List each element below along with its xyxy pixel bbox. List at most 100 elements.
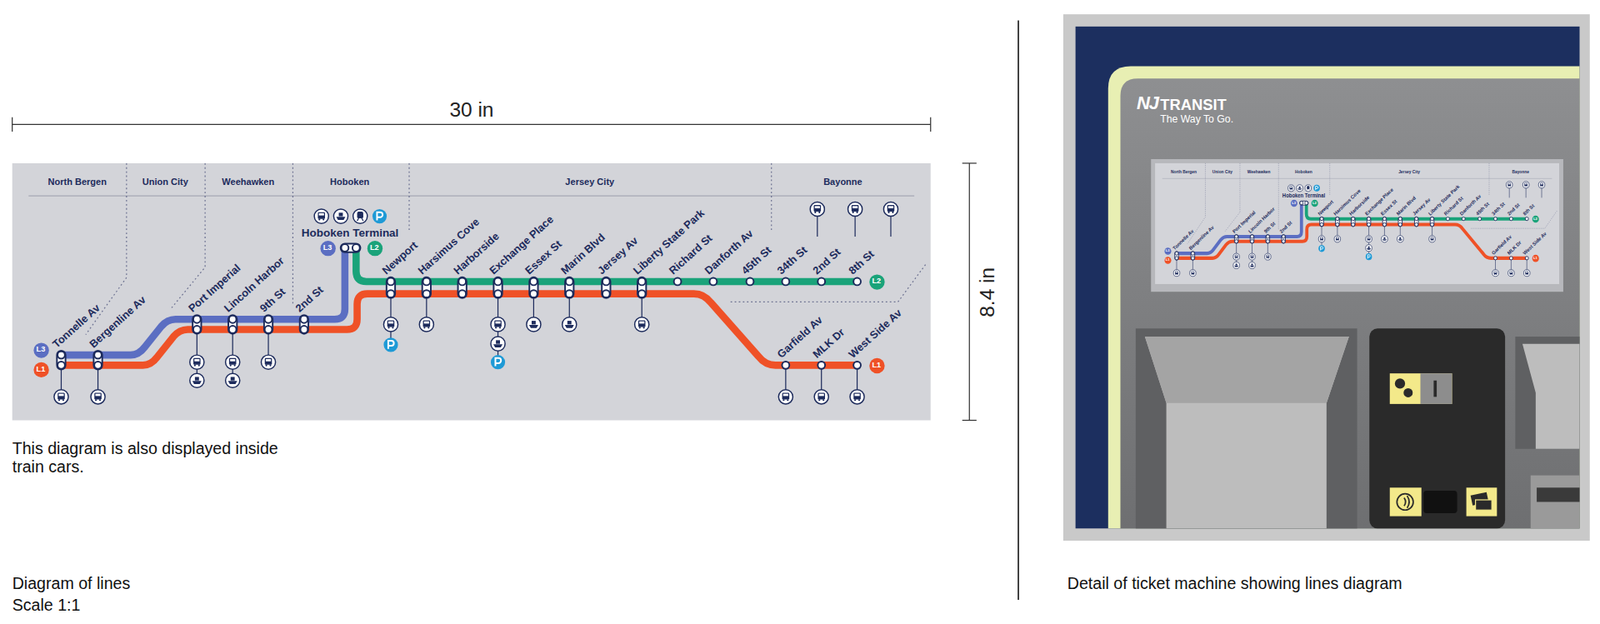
train-legs <box>357 218 364 221</box>
station-name: 45th St <box>1475 200 1490 217</box>
bus-window <box>783 394 789 397</box>
path-glyph <box>495 358 501 367</box>
bus-glyph <box>94 392 102 400</box>
bus-window <box>424 321 430 325</box>
station-dot <box>530 278 538 286</box>
dimension-tick <box>11 117 13 132</box>
area-name: North Bergen <box>48 176 107 188</box>
station-dot <box>300 325 308 334</box>
station-dot <box>565 278 574 286</box>
station-name: 45th St <box>738 243 774 277</box>
station-name: West Side Av <box>1521 230 1548 256</box>
terminal-name: Hoboken Terminal <box>1282 193 1325 200</box>
bus-glyph <box>317 212 325 220</box>
cash-slot-opening <box>1433 380 1437 398</box>
area-name: Bayonne <box>823 176 863 188</box>
station-dot <box>674 278 682 286</box>
station-dot <box>422 290 430 298</box>
bus-window <box>639 321 645 325</box>
area-divider <box>408 163 410 233</box>
machine-face <box>1120 78 1580 529</box>
area-divider <box>770 163 772 231</box>
contactless-reader <box>1423 490 1457 514</box>
bus-glyph <box>853 392 861 400</box>
line-badge: L3 <box>1290 199 1298 207</box>
station-name: 8th St <box>845 247 876 277</box>
station-name: Exchange Place <box>486 212 556 276</box>
line-code: L1 <box>36 365 46 374</box>
cash-slot <box>1420 373 1452 405</box>
station-dot <box>710 278 718 286</box>
station-name: Newport <box>1316 199 1335 217</box>
path-icon <box>372 209 387 224</box>
bus-wheel <box>99 399 101 401</box>
station-dot <box>340 244 349 252</box>
bus-wheel <box>818 211 820 214</box>
station-dot <box>229 315 237 324</box>
ticket-machine <box>1063 14 1590 541</box>
card-symbol <box>1475 500 1493 510</box>
interchange-pill <box>565 277 574 299</box>
divider-line <box>1017 20 1020 600</box>
bus-window <box>265 359 271 362</box>
line-code: L2 <box>1312 201 1317 205</box>
bus-glyph <box>814 205 822 212</box>
ferry-cabin <box>195 376 200 380</box>
bus-window <box>819 394 825 397</box>
area-divider <box>292 163 294 306</box>
bus-window <box>58 394 64 397</box>
ferry-icon <box>490 336 505 351</box>
bus-window <box>194 359 200 362</box>
path-glyph <box>376 212 383 221</box>
station-dot <box>817 361 825 370</box>
ferry-hull <box>493 344 503 348</box>
ferry-icon <box>225 373 240 388</box>
bus-wheel <box>198 365 200 367</box>
line-l3 <box>60 248 345 356</box>
station-dot <box>193 325 201 334</box>
station-name: MLK Dr <box>810 325 847 361</box>
dispenser-hood <box>1145 336 1350 404</box>
station-name: West Side Av <box>845 306 905 361</box>
station-name: 2nd St <box>1505 201 1520 217</box>
station-name: 9th St <box>256 285 287 315</box>
station-name: 9th St <box>1262 220 1276 235</box>
bus-icon <box>314 209 329 224</box>
station-name: Harsimus Cove <box>415 215 481 277</box>
bus-glyph <box>851 205 860 212</box>
bus-icon <box>814 390 829 405</box>
interchange-pill <box>300 315 309 335</box>
line-l1 <box>60 294 857 366</box>
dimension-label: 8.4 in <box>975 266 999 317</box>
dimension-tick <box>930 117 931 132</box>
line-badge: L2 <box>1531 215 1539 223</box>
bus-wheel <box>230 365 232 367</box>
station-dot <box>57 351 65 360</box>
area-name: North Bergen <box>1170 169 1197 175</box>
station-dot <box>193 315 201 324</box>
bus-glyph <box>423 320 431 327</box>
note-text: This diagram is also displayed inside tr… <box>12 440 315 478</box>
bus-wheel <box>818 399 820 401</box>
contactless-symbol <box>1396 494 1414 511</box>
bus-window <box>319 213 325 216</box>
ferry-cabin <box>230 376 235 380</box>
contactless-ring <box>1396 494 1414 511</box>
line-code: L3 <box>323 244 333 252</box>
bus-glyph <box>887 205 895 212</box>
bus-window <box>495 321 500 325</box>
area-name: Hoboken <box>1295 169 1313 175</box>
interchange-pill <box>340 243 361 252</box>
area-dividers <box>85 163 927 335</box>
bus-glyph <box>265 358 273 365</box>
station-dot <box>853 361 861 370</box>
line-badge: L1 <box>33 361 49 377</box>
card-plate <box>1466 487 1498 516</box>
line-code: L2 <box>871 277 881 285</box>
bus-icon <box>54 390 69 405</box>
ferry-hull <box>228 380 238 385</box>
area-name: Weehawken <box>1247 169 1271 175</box>
bus-wheel <box>887 211 890 214</box>
bus-wheel <box>852 211 855 214</box>
